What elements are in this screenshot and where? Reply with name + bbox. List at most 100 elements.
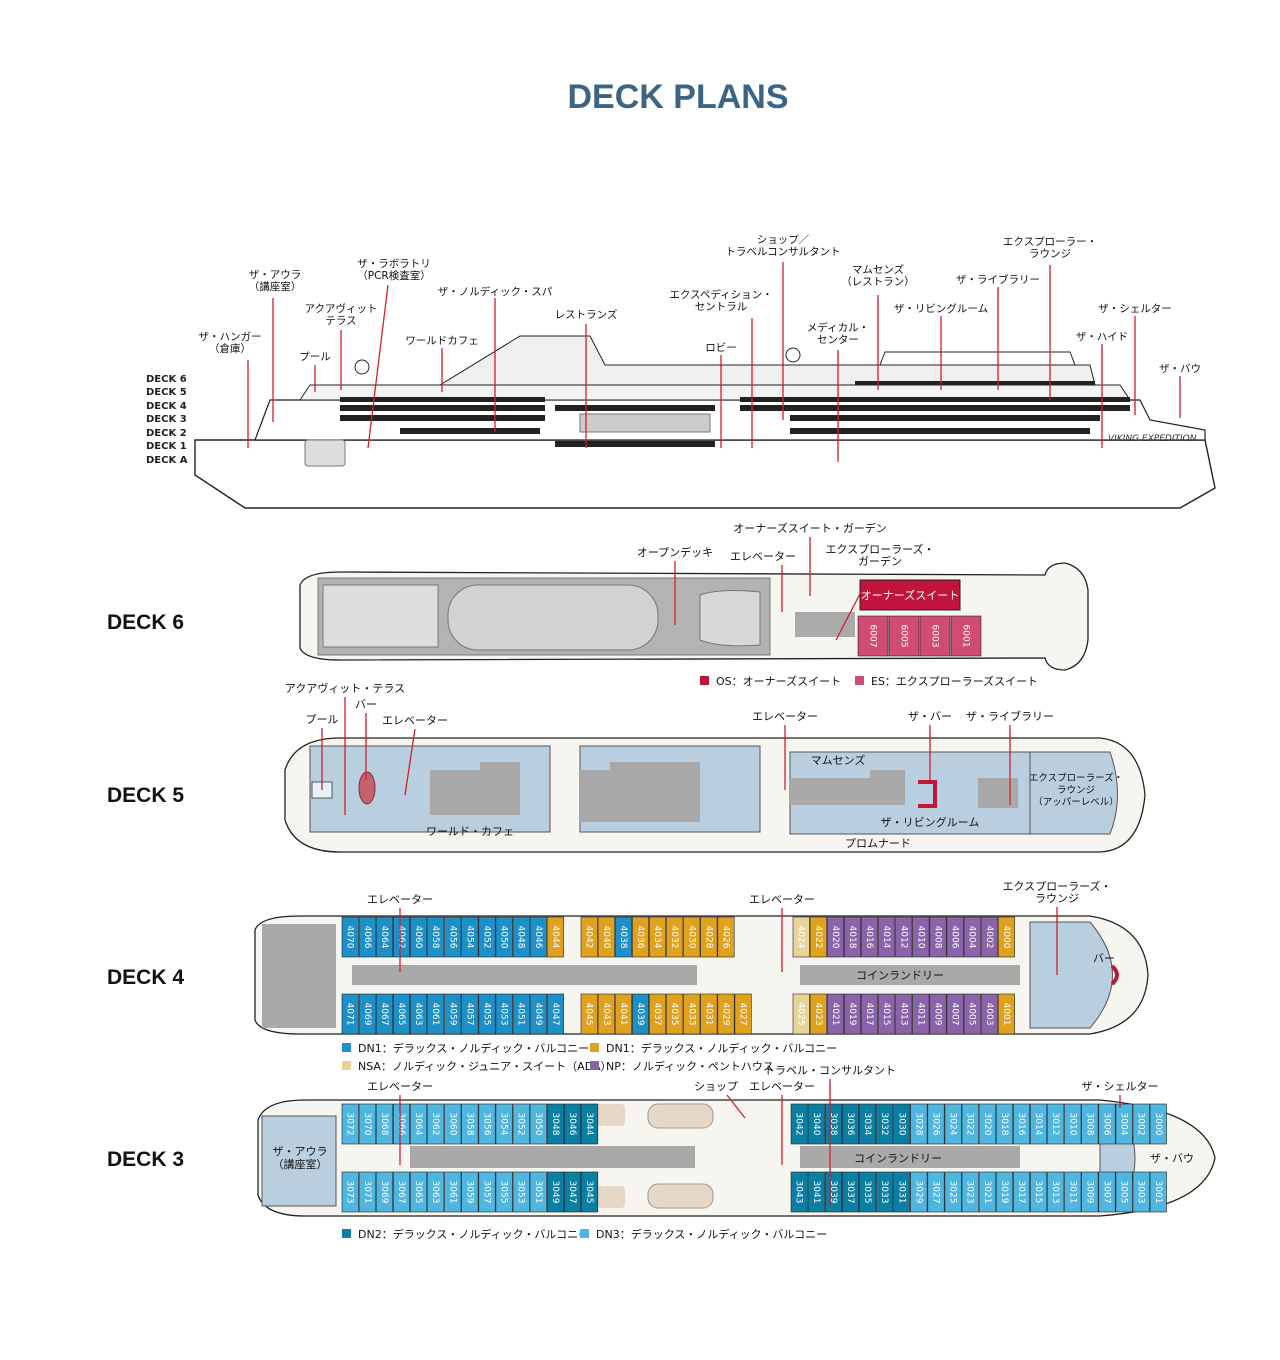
cabin <box>893 1171 911 1213</box>
cabin <box>995 1103 1013 1145</box>
cabin <box>375 916 393 958</box>
cabin <box>961 1171 979 1213</box>
profile-callout: ザ・ハンガー（倉庫） <box>199 331 262 355</box>
cabin-number: 3050 <box>533 1113 543 1136</box>
profile-callout: ザ・バウ <box>1159 363 1201 375</box>
cabin-number: 3071 <box>362 1181 372 1204</box>
cabin <box>546 1103 564 1145</box>
cabin <box>512 993 530 1035</box>
cabin <box>1098 1171 1116 1213</box>
cabin <box>597 916 615 958</box>
cabin <box>841 1171 859 1213</box>
cabin-number: 4034 <box>652 926 662 949</box>
cabin-number: 4041 <box>618 1003 628 1026</box>
cabin-number: 4003 <box>984 1003 994 1026</box>
cabin-number: 3012 <box>1050 1113 1060 1136</box>
cabin <box>631 916 649 958</box>
cabin <box>580 993 598 1035</box>
cabin <box>1064 1103 1082 1145</box>
cabin-number: 3043 <box>794 1181 804 1204</box>
cabin-number: 4053 <box>499 1003 509 1026</box>
plan-label: エクスプローラーズ・ラウンジ <box>1002 879 1111 905</box>
cabin-number: 3047 <box>567 1181 577 1204</box>
plan-label: アクアヴィット・テラス <box>285 681 405 695</box>
cabin <box>529 993 547 1035</box>
legend-swatch <box>855 676 864 685</box>
legend-swatch <box>342 1229 351 1238</box>
cabin <box>1012 1171 1030 1213</box>
plan-label: エレベーター <box>367 1080 433 1093</box>
cabin <box>1081 1171 1099 1213</box>
ship-name: VIKING EXPEDITION <box>1108 434 1197 444</box>
cabin-number: 3016 <box>1016 1113 1026 1136</box>
plan-label: エレベーター <box>749 1080 815 1093</box>
profile-callout: エクスプローラー・ラウンジ <box>1003 236 1097 260</box>
legend-label: DN1：デラックス・ノルディック・バルコニー <box>606 1041 837 1055</box>
cabin <box>734 993 752 1035</box>
cabin <box>895 916 913 958</box>
cabin <box>461 916 479 958</box>
cabin <box>978 1171 996 1213</box>
plan-label: エレベーター <box>749 893 815 906</box>
profile-callout: ザ・ハイド <box>1076 331 1128 343</box>
cabin <box>358 993 376 1035</box>
cabin <box>1098 1103 1116 1145</box>
cabin <box>1149 1171 1167 1213</box>
cabin-number: 3065 <box>413 1181 423 1204</box>
plan-label: ザ・シェルター <box>1082 1080 1159 1093</box>
cabin <box>824 1171 842 1213</box>
cabin-number: 3061 <box>447 1181 457 1204</box>
cabin <box>807 1103 825 1145</box>
cabin-number: 4012 <box>898 926 908 949</box>
cabin-number: 4064 <box>379 926 389 949</box>
profile-callout: ザ・ラボラトリ（PCR検査室） <box>357 258 431 282</box>
svg-text:DECK 4: DECK 4 <box>146 401 187 412</box>
cabin <box>878 993 896 1035</box>
cabin-number: 4019 <box>847 1003 857 1026</box>
cabin-number: 4010 <box>915 926 925 949</box>
cabin-number: 3064 <box>413 1113 423 1136</box>
legend-swatch <box>580 1229 589 1238</box>
cabin <box>893 1103 911 1145</box>
cabin-number: 4028 <box>703 926 713 949</box>
cabin-number: 3072 <box>345 1113 355 1136</box>
plan-label: エレベーター <box>382 714 448 727</box>
cabin-number: 3031 <box>896 1181 906 1204</box>
cabin <box>963 993 981 1035</box>
cabin <box>876 1171 894 1213</box>
cabin <box>427 1171 445 1213</box>
cabin <box>1047 1103 1065 1145</box>
cabin-number: 3029 <box>913 1181 923 1204</box>
cabin <box>1064 1171 1082 1213</box>
cabin-number: 4023 <box>813 1003 823 1026</box>
legend-swatch <box>590 1043 599 1052</box>
cabin <box>392 1171 410 1213</box>
cabin-number: 3021 <box>982 1181 992 1204</box>
cabin <box>1132 1171 1150 1213</box>
deck6-title: DECK 6 <box>107 611 185 634</box>
cabin-number: 4047 <box>550 1003 560 1026</box>
profile-callout: レストランズ <box>555 308 618 321</box>
cabin <box>826 993 844 1035</box>
callout-line <box>835 589 863 641</box>
cabin-number: 4002 <box>984 926 994 949</box>
cabin <box>717 993 735 1035</box>
plan-label: ザ・バー <box>908 710 952 723</box>
cabin-number: 3037 <box>845 1181 855 1204</box>
callout-line <box>367 284 389 449</box>
profile-callout: ザ・ライブラリー <box>956 273 1040 286</box>
plan-label: バー <box>355 698 377 711</box>
cabin <box>1030 1171 1048 1213</box>
cabin <box>859 1171 877 1213</box>
cabin <box>546 916 564 958</box>
legend-label: DN1：デラックス・ノルディック・バルコニー <box>358 1041 589 1055</box>
cabin <box>978 1103 996 1145</box>
cabin <box>392 1103 410 1145</box>
cabin-number: 3073 <box>345 1181 355 1204</box>
cabin-number: 4063 <box>413 1003 423 1026</box>
plan-label: ザ・リビングルーム <box>881 815 980 829</box>
cabin-number: 3066 <box>396 1113 406 1136</box>
cabin-number: 3004 <box>1119 1113 1129 1136</box>
